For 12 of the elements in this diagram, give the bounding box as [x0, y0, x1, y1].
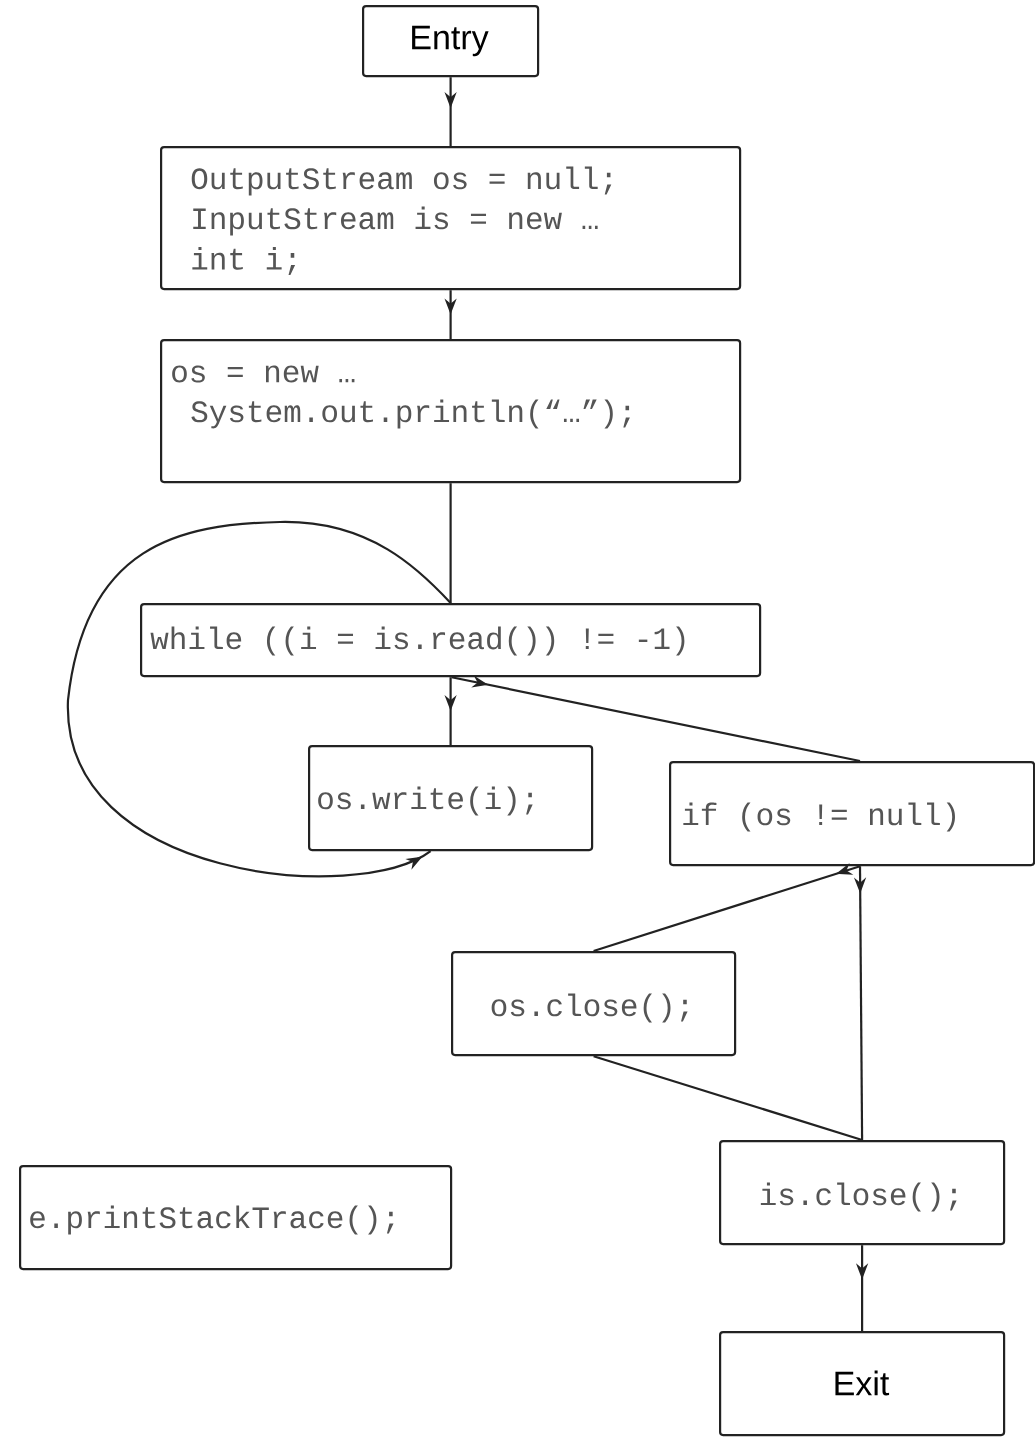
code-box: if (os != null) — [669, 761, 1035, 867]
arrow — [66, 520, 452, 877]
code-box: OutputStream os = null; InputStream is = new … int i; — [160, 146, 742, 291]
code-box: is.close(); — [719, 1140, 1006, 1246]
code-box: Entry — [362, 5, 540, 78]
code-box: os = new … System.out.println(“…”); — [160, 339, 742, 484]
code-box: Exit — [719, 1331, 1006, 1437]
code-box: while ((i = is.read()) != -1) — [140, 603, 762, 678]
code-box: os.close(); — [451, 951, 737, 1057]
code-box: e.printStackTrace(); — [19, 1165, 453, 1271]
arrow — [451, 675, 861, 763]
code-box: os.write(i); — [308, 745, 594, 852]
